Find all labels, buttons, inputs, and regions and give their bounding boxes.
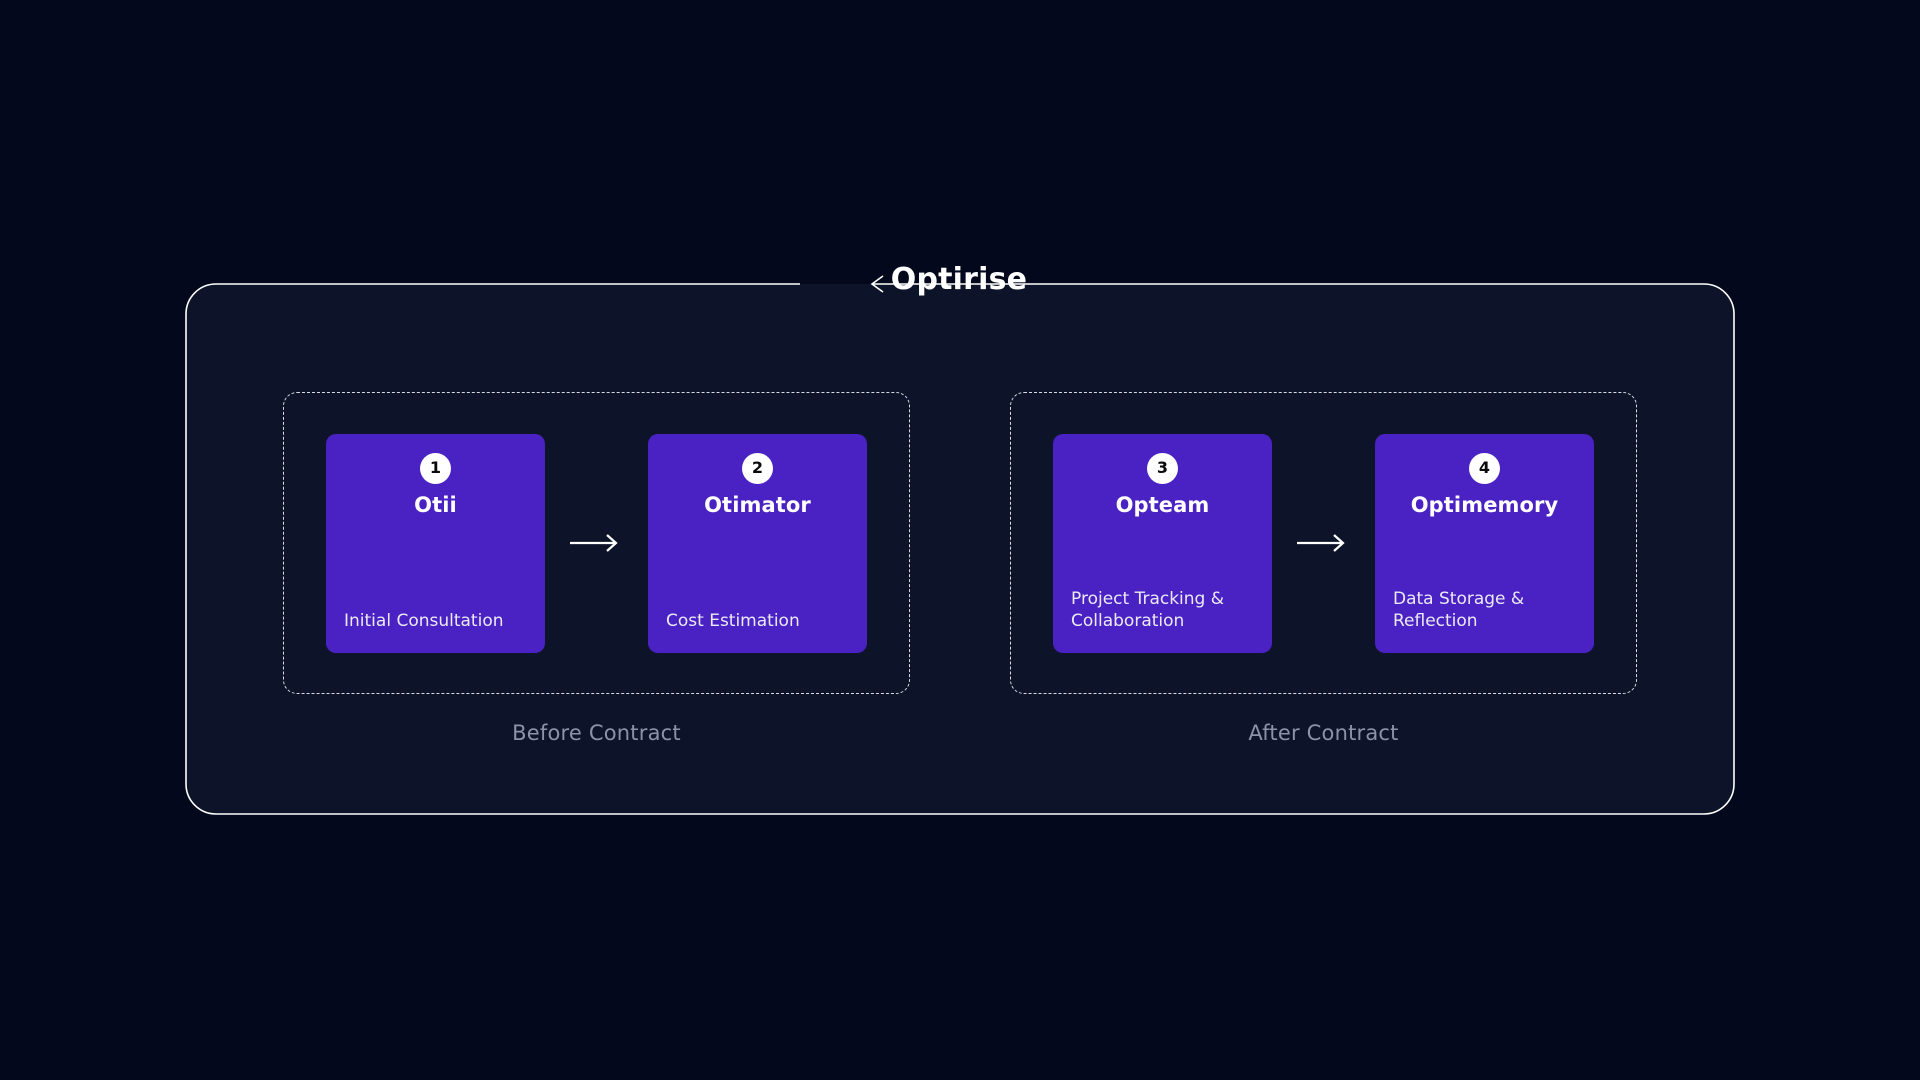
card-title: Otii [414,492,457,517]
step-number-badge: 2 [742,452,773,484]
step-number-badge: 4 [1469,452,1500,484]
groups-row: 1 Otii Initial Consultation 2 Otimator C… [186,284,1734,814]
card-title: Otimator [704,492,811,517]
stage-card-otii[interactable]: 1 Otii Initial Consultation [326,433,545,653]
page-title-text: Optirise [890,262,1028,297]
arrow-right-icon [569,534,618,552]
card-description: Initial Consultation [344,611,504,632]
card-title: Optimemory [1410,492,1559,517]
group-box: 3 Opteam Project Tracking & Collaboratio… [1010,392,1637,694]
card-title: Opteam [1115,492,1210,517]
page-title: Optirise [0,262,1920,297]
connector-arrow-1 [545,434,648,653]
group-after-contract: 3 Opteam Project Tracking & Collaboratio… [1010,392,1637,745]
card-description: Project Tracking & Collaboration [1071,589,1224,632]
connector-arrow-2 [1272,434,1375,653]
stage-card-optimemory[interactable]: 4 Optimemory Data Storage & Reflection [1375,433,1594,653]
arrow-right-icon [1296,534,1345,552]
group-before-contract: 1 Otii Initial Consultation 2 Otimator C… [283,392,910,745]
stage-card-otimator[interactable]: 2 Otimator Cost Estimation [648,433,867,653]
step-number-badge: 3 [1147,452,1178,484]
group-caption: After Contract [1248,721,1399,745]
group-box: 1 Otii Initial Consultation 2 Otimator C… [283,392,910,694]
group-caption: Before Contract [512,721,681,745]
card-description: Cost Estimation [666,611,800,632]
step-number-badge: 1 [420,452,451,484]
card-description: Data Storage & Reflection [1393,589,1525,632]
stage-card-opteam[interactable]: 3 Opteam Project Tracking & Collaboratio… [1053,433,1272,653]
